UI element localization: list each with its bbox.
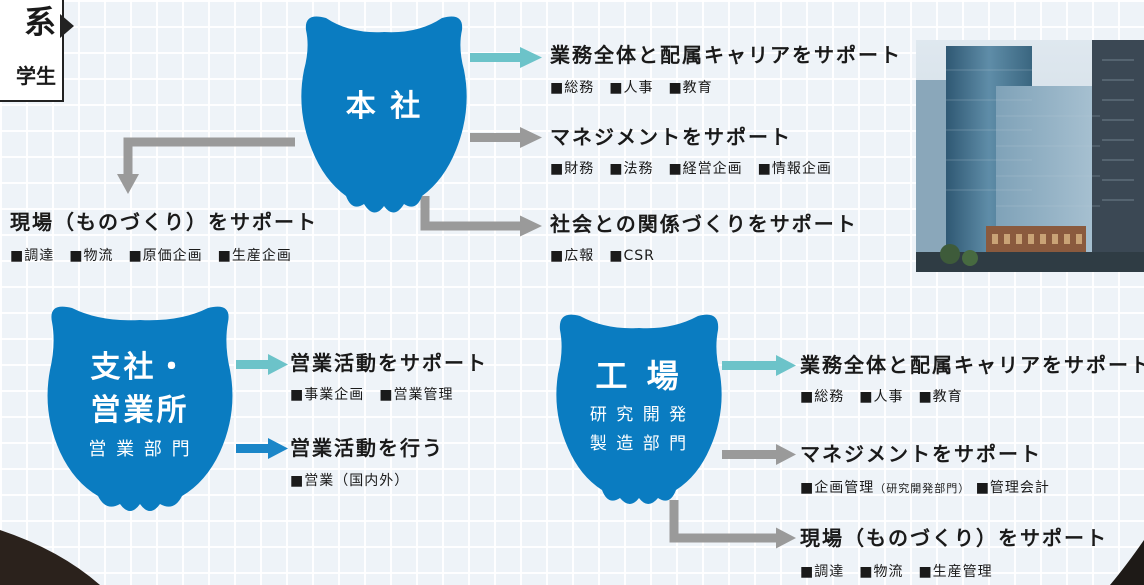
corner-decoration-left — [0, 530, 100, 585]
branch-office-title-line1: 支社・ — [90, 350, 190, 385]
head-branch-3-heading: 社会との関係づくりをサポート — [550, 212, 858, 236]
branch-2-heading: 営業活動を行う — [290, 436, 444, 460]
head-branch-1-items: ■総務 ■人事 ■教育 — [550, 80, 713, 96]
branch-2-items: ■営業（国内外） — [290, 473, 410, 489]
factory-branch-3-heading: 現場（ものづくり）をサポート — [800, 526, 1108, 550]
arrow-head-to-field-support — [123, 137, 295, 176]
factory-branch-2-items: ■企画管理（研究開発部門） ■管理会計 — [800, 481, 1050, 495]
factory-branch-2-items-main: ■企画管理 — [800, 480, 875, 496]
corner-decoration-right — [1110, 540, 1144, 585]
branch-office-title-line2: 営業所 — [90, 393, 190, 428]
head-branch-3-items: ■広報 ■CSR — [550, 248, 655, 264]
factory-title: 工 場 — [595, 357, 683, 395]
head-branch-1-heading: 業務全体と配属キャリアをサポート — [550, 43, 902, 67]
badge-arrow-icon — [60, 14, 74, 38]
arrow-factory-to-field-support — [669, 500, 778, 543]
head-office-title: 本 社 — [345, 89, 423, 124]
factory-blob — [556, 314, 722, 504]
head-branch-2-heading: マネジメントをサポート — [550, 125, 792, 149]
head-branch-2-items: ■財務 ■法務 ■経営企画 ■情報企画 — [550, 161, 832, 177]
head-branch-4-heading: 現場（ものづくり）をサポート — [10, 210, 318, 234]
branch-1-heading: 営業活動をサポート — [290, 351, 488, 375]
arrow-factory-to-career-support — [722, 361, 778, 370]
factory-subtitle-line1: 研 究 開 発 — [589, 405, 689, 425]
head-branch-4-items: ■調達 ■物流 ■原価企画 ■生産企画 — [10, 248, 292, 264]
arrow-branch-to-sales — [236, 444, 270, 453]
arrow-factory-to-management-support — [722, 450, 778, 459]
factory-branch-2-items-note: （研究開発部門） — [874, 482, 971, 495]
arrow-head-to-society-support — [420, 196, 522, 231]
factory-branch-3-items: ■調達 ■物流 ■生産管理 — [800, 564, 993, 580]
office-building-photo — [916, 40, 1144, 272]
category-badge: 系 学生 — [0, 0, 74, 102]
factory-subtitle-line2: 製 造 部 門 — [589, 434, 689, 454]
branch-office-blob — [47, 306, 233, 511]
arrow-head-to-career-support — [470, 53, 522, 62]
branch-office-subtitle: 営 業 部 門 — [88, 439, 192, 460]
arrow-branch-to-sales-support — [236, 360, 270, 369]
head-office-blob — [301, 16, 467, 213]
badge-title: 系 — [23, 3, 56, 41]
arrow-head-to-management-support — [470, 133, 522, 142]
factory-branch-1-items: ■総務 ■人事 ■教育 — [800, 389, 963, 405]
branch-1-items: ■事業企画 ■営業管理 — [290, 387, 454, 403]
factory-branch-1-heading: 業務全体と配属キャリアをサポート — [800, 353, 1144, 377]
badge-subtitle: 学生 — [16, 64, 56, 88]
factory-branch-2-items-tail: ■管理会計 — [975, 480, 1050, 496]
factory-branch-2-heading: マネジメントをサポート — [800, 442, 1042, 466]
